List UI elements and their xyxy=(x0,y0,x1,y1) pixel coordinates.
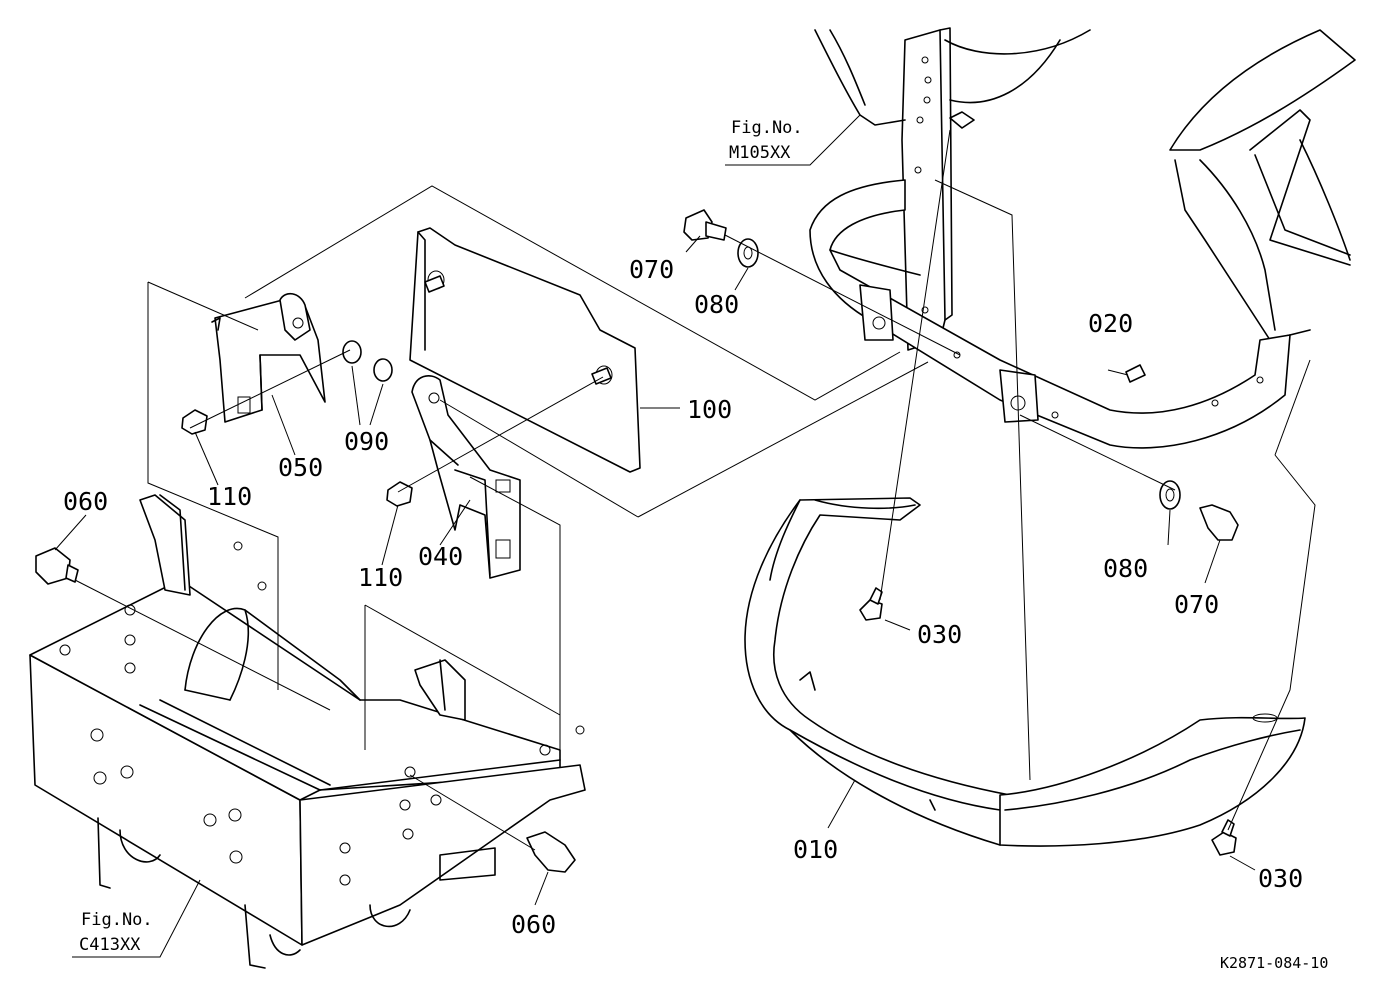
label-030: 030 xyxy=(917,620,962,649)
label-090: 090 xyxy=(344,427,389,456)
figure-references: Fig.No. M105XX Fig.No. C413XX xyxy=(79,118,803,955)
label-010: 010 xyxy=(793,835,838,864)
label-110: 110 xyxy=(207,482,252,511)
fig-ref-lower-line1: Fig.No. xyxy=(81,910,153,930)
front-bracket-frame xyxy=(29,494,586,969)
label-070: 070 xyxy=(1174,590,1219,619)
label-080: 080 xyxy=(1103,554,1148,583)
label-030: 030 xyxy=(1258,864,1303,893)
label-070: 070 xyxy=(629,255,674,284)
fig-ref-upper-line1: Fig.No. xyxy=(731,118,803,138)
label-020: 020 xyxy=(1088,309,1133,338)
label-060: 060 xyxy=(63,487,108,516)
bracket-040 xyxy=(411,375,521,579)
callout-leaders xyxy=(54,114,1256,958)
assembly-lines xyxy=(74,129,1316,851)
fasteners xyxy=(35,209,1239,873)
label-100: 100 xyxy=(687,395,732,424)
label-040: 040 xyxy=(418,542,463,571)
label-060: 060 xyxy=(511,910,556,939)
label-110: 110 xyxy=(358,563,403,592)
drawing-code: K2871-084-10 xyxy=(1220,954,1328,972)
label-050: 050 xyxy=(278,453,323,482)
label-080: 080 xyxy=(694,290,739,319)
fig-ref-upper-line2: M105XX xyxy=(729,143,791,163)
part-labels: 010 020 030 030 040 050 060 060 070 070 … xyxy=(63,255,1303,939)
fig-ref-lower-line2: C413XX xyxy=(79,935,141,955)
front-guard-010 xyxy=(744,497,1306,847)
bracket-050 xyxy=(211,292,326,423)
front-frame-assembly xyxy=(809,27,1356,449)
